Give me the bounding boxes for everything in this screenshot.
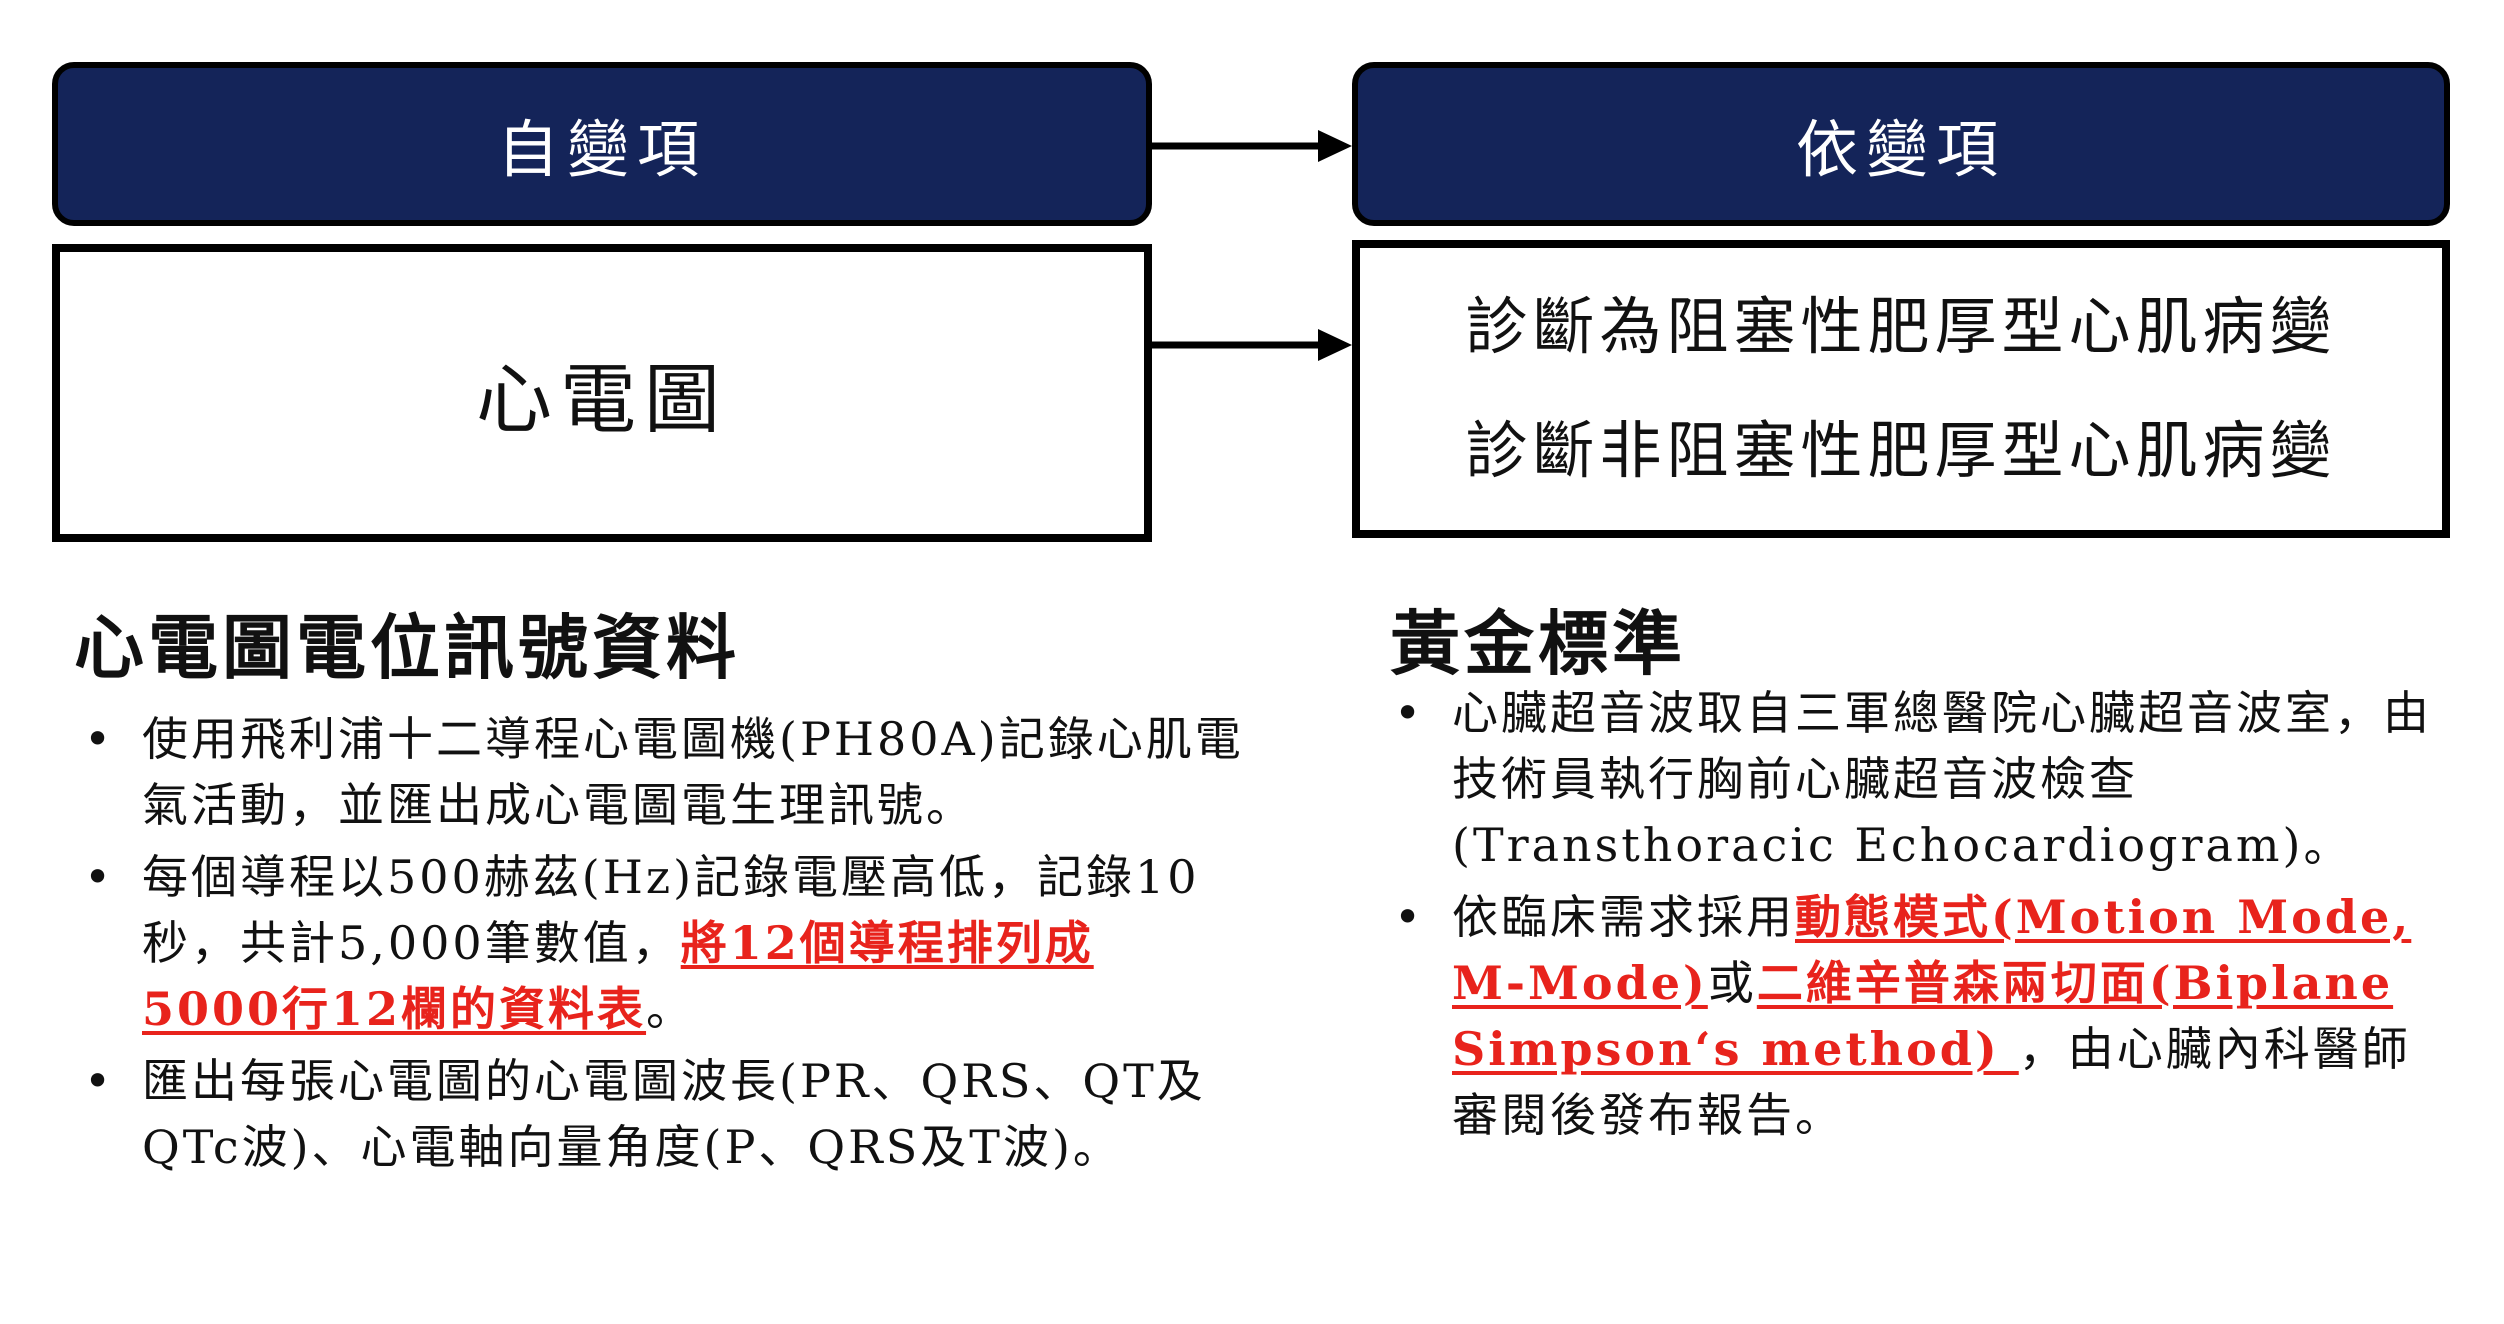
right-bullet-1: • 心臟超音波取自三軍總醫院心臟超音波室，由技術員執行胸前心臟超音波檢查(Tra… (1380, 680, 2450, 878)
left-section-title: 心電圖電位訊號資料 (74, 606, 740, 689)
independent-variable-label: 自變項 (496, 113, 707, 186)
right-bullet-list: • 心臟超音波取自三軍總醫院心臟超音波室，由技術員執行胸前心臟超音波檢查(Tra… (1380, 680, 2450, 1154)
box-arrow (1152, 329, 1352, 361)
dependent-variable-box: 診斷為阻塞性肥厚型心肌病變 診斷非阻塞性肥厚型心肌病變 (1352, 240, 2450, 538)
bullet-dot: • (1394, 686, 1425, 740)
bullet-dot: • (1394, 890, 1425, 944)
right-section-title: 黃金標準 (1390, 602, 1686, 685)
ecg-label: 心電圖 (476, 355, 728, 444)
right-bullet-2: • 依臨床需求採用動態模式(Motion Mode, M-Mode)或二維辛普森… (1380, 884, 2450, 1148)
bullet-dot: • (84, 1054, 115, 1108)
highlight-m-mode: 動態模式(Motion Mode, M-Mode) (1452, 890, 2412, 1010)
dependent-variable-header: 依變項 (1352, 62, 2450, 226)
independent-variable-box: 心電圖 (52, 244, 1152, 542)
dependent-variable-label: 依變項 (1795, 113, 2006, 186)
diagnosis-non-obstructive: 診斷非阻塞性肥厚型心肌病變 (1465, 414, 2337, 487)
diagnosis-obstructive: 診斷為阻塞性肥厚型心肌病變 (1465, 290, 2337, 363)
independent-variable-header: 自變項 (52, 62, 1152, 226)
highlight-data-table: 將12個導程排列成5000行12欄的資料表 (142, 916, 1094, 1036)
left-bullet-2: • 每個導程以500赫茲(Hz)記錄電壓高低，記錄10秒，共計5,000筆數值，… (70, 844, 1222, 1042)
highlight-biplane-simpson: 二維辛普森兩切面(Biplane Simpson‘s method) (1452, 956, 2394, 1076)
left-bullet-1: • 使用飛利浦十二導程心電圖機(PH80A)記錄心肌電氣活動，並匯出成心電圖電生… (70, 706, 1260, 838)
bullet-dot: • (84, 712, 115, 766)
header-arrow (1152, 130, 1352, 162)
left-bullet-3: • 匯出每張心電圖的心電圖波長(PR、QRS、QT及QTc波)、心電軸向量角度(… (70, 1048, 1222, 1180)
left-bullet-list: • 使用飛利浦十二導程心電圖機(PH80A)記錄心肌電氣活動，並匯出成心電圖電生… (70, 706, 1260, 1186)
bullet-dot: • (84, 850, 115, 904)
